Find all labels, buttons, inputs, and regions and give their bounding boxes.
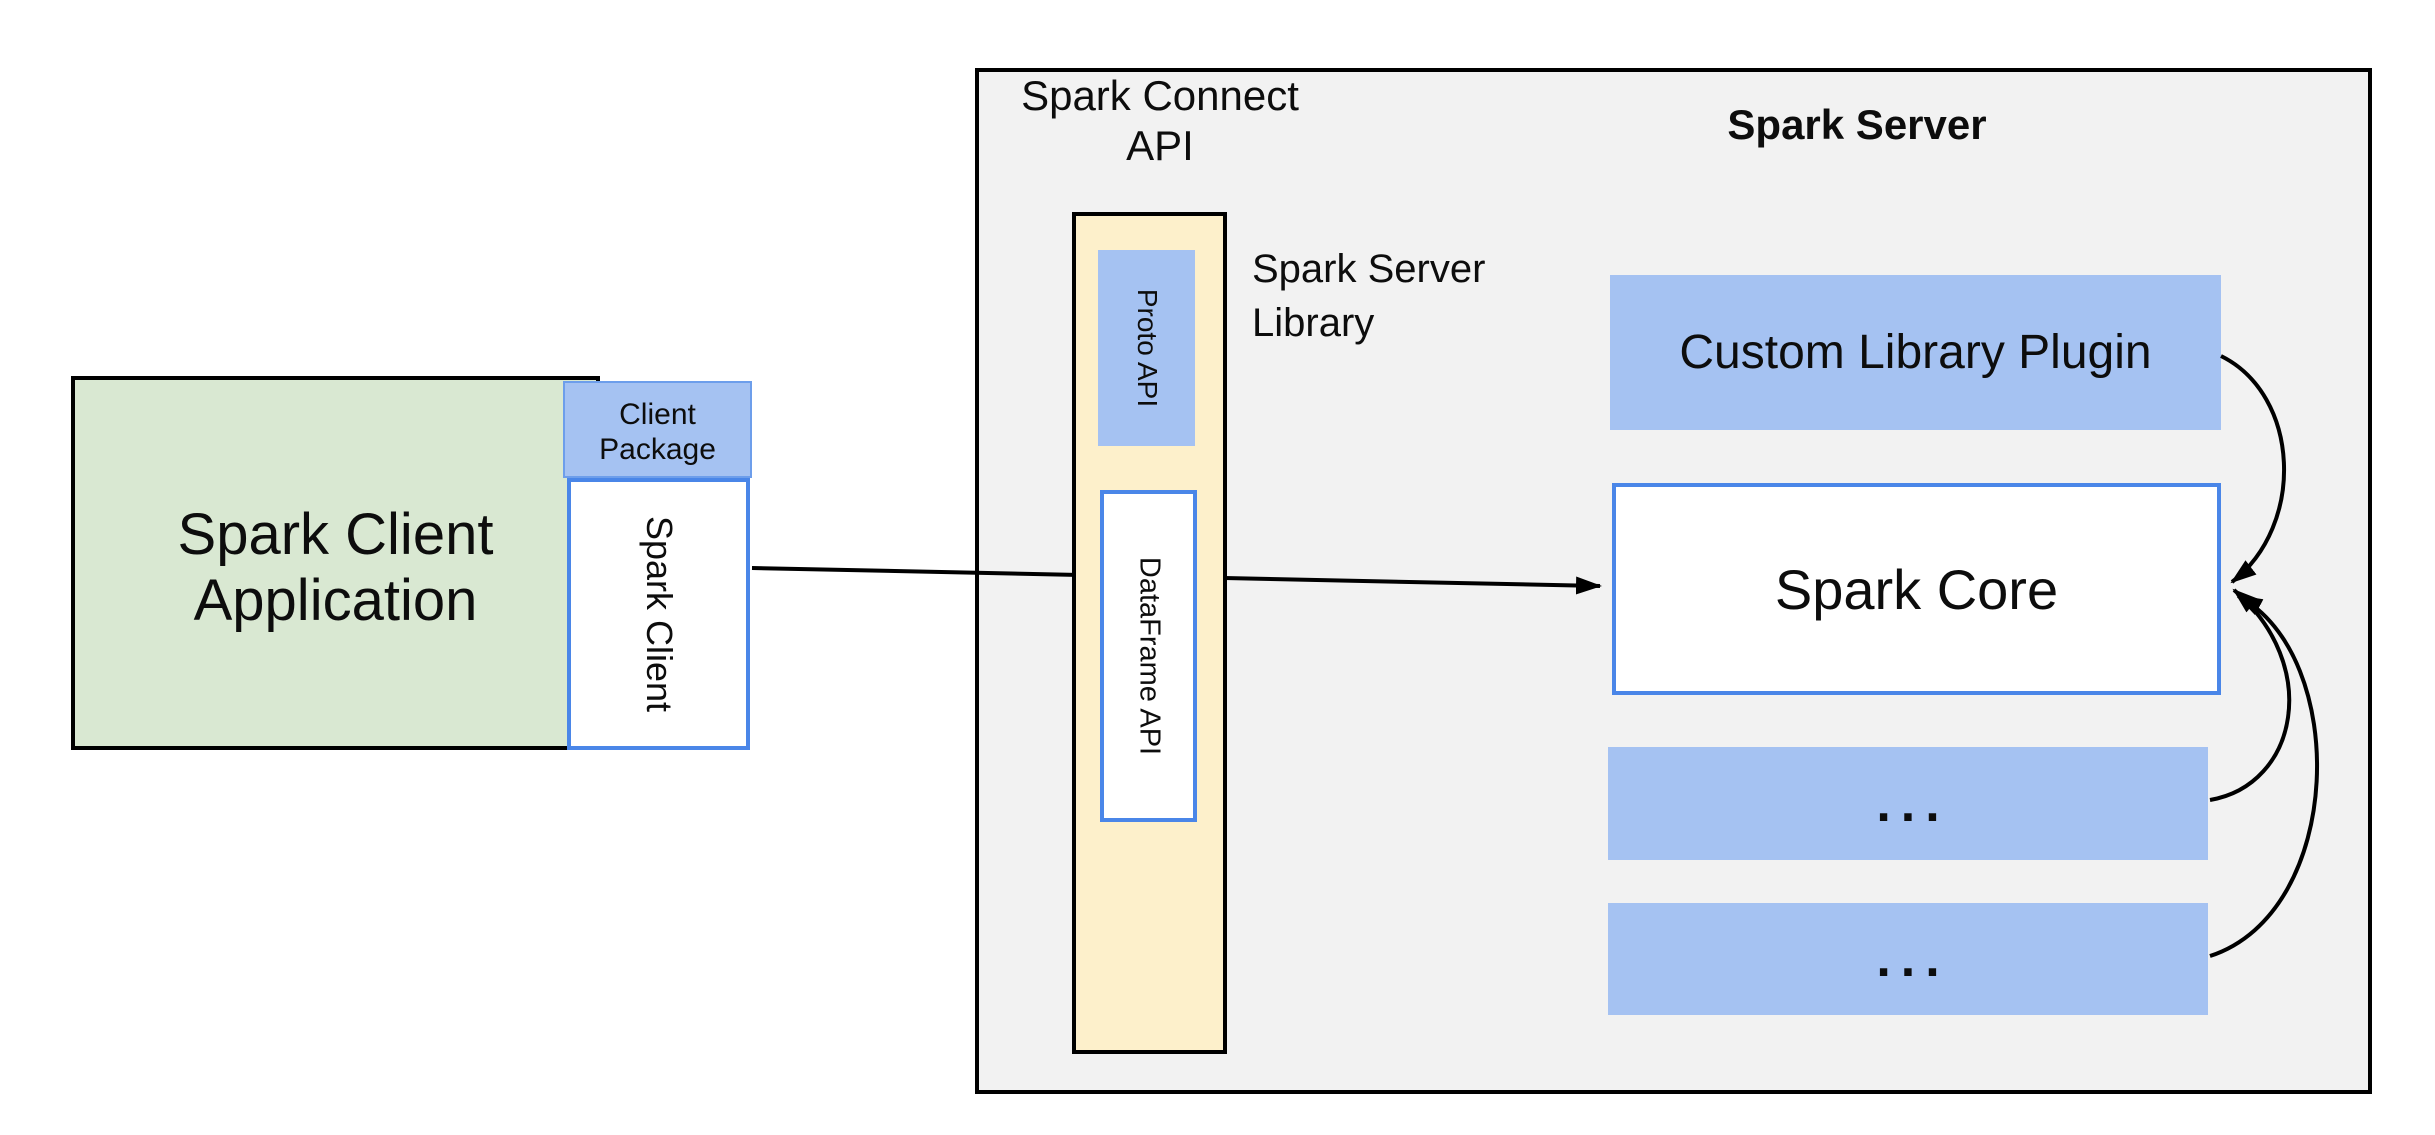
proto-api-box: Proto API bbox=[1098, 250, 1195, 446]
extension-box-1: ... bbox=[1608, 747, 2208, 860]
custom-library-plugin-label: Custom Library Plugin bbox=[1679, 326, 2152, 379]
spark-client-box: Spark Client bbox=[567, 478, 750, 750]
spark-client-application-label-line1: Spark Client bbox=[177, 502, 494, 567]
dataframe-api-box: DataFrame API bbox=[1100, 490, 1197, 822]
spark-client-application-label: Spark Client Application bbox=[178, 492, 494, 634]
spark-connect-api-title: Spark Connect API bbox=[970, 71, 1350, 171]
proto-api-label: Proto API bbox=[1131, 288, 1163, 408]
spark-server-library-label-line2: Library bbox=[1252, 301, 1375, 345]
custom-library-plugin-box: Custom Library Plugin bbox=[1610, 275, 2221, 430]
spark-server-library-label-line1: Spark Server bbox=[1252, 247, 1486, 291]
spark-connect-api-title-line2: API bbox=[1126, 122, 1194, 169]
spark-client-application-label-line2: Application bbox=[193, 568, 478, 633]
client-package-label-line1: Client bbox=[619, 397, 696, 431]
client-package-box: Client Package bbox=[563, 381, 752, 478]
extension-box-2: ... bbox=[1608, 903, 2208, 1015]
spark-core-label: Spark Core bbox=[1774, 557, 2059, 621]
spark-connect-api-title-line1: Spark Connect bbox=[1021, 72, 1299, 119]
spark-client-box-label: Spark Client bbox=[638, 515, 680, 713]
extension-box-1-label: ... bbox=[1876, 774, 1950, 833]
spark-server-library-label: Spark Server Library bbox=[1252, 242, 1485, 350]
dataframe-api-label: DataFrame API bbox=[1133, 556, 1165, 756]
spark-server-title: Spark Server bbox=[1727, 101, 1987, 148]
client-package-label-line2: Package bbox=[599, 432, 716, 466]
extension-box-2-label: ... bbox=[1876, 930, 1950, 988]
spark-connect-api-column: Proto API DataFrame API bbox=[1072, 212, 1227, 1054]
spark-client-application-box: Spark Client Application bbox=[71, 376, 600, 750]
client-package-label: Client Package bbox=[599, 393, 716, 467]
spark-core-box: Spark Core bbox=[1612, 483, 2221, 695]
